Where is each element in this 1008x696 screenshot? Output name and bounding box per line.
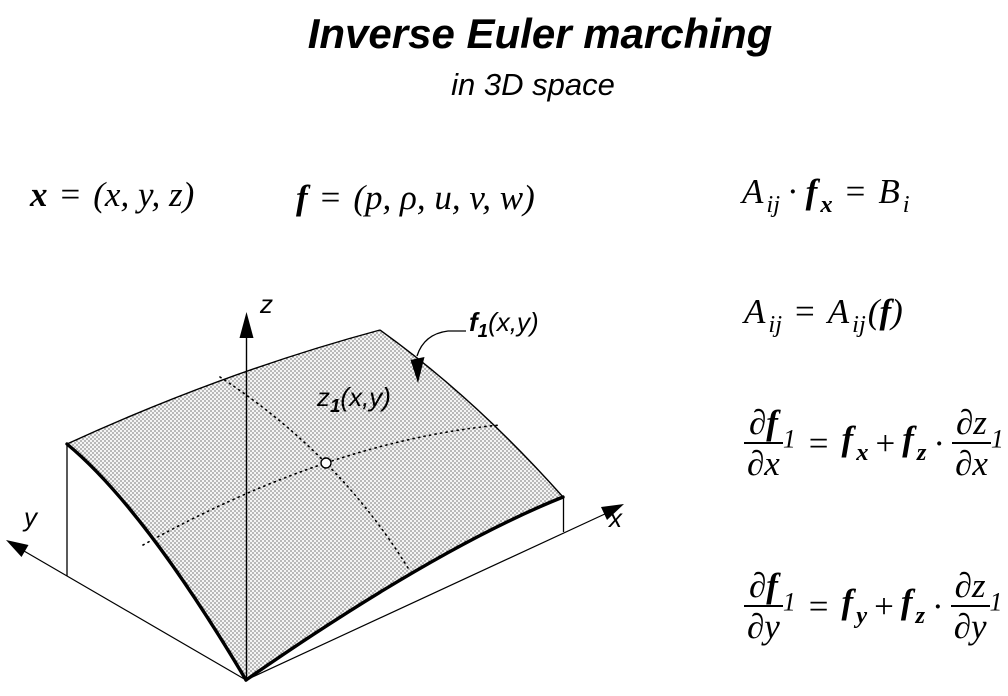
callout-leader-line: [416, 330, 466, 357]
matrix-a-subscript: ij: [766, 191, 781, 219]
y-axis-arrowhead: [6, 540, 29, 557]
f-symbol: f: [766, 566, 778, 605]
f-symbol: f: [900, 582, 913, 622]
x-vector-components: (x, y, z): [93, 175, 195, 214]
equation-f-vector: f = (p, ρ, u, v, w): [296, 180, 535, 215]
z1-subscript: 1: [330, 394, 341, 416]
f-symbol: f: [766, 403, 778, 442]
z1-arguments: (x,y): [340, 382, 391, 412]
f1-arguments: (x,y): [488, 307, 539, 337]
f-symbol: f: [805, 172, 818, 211]
surface-back-right-edge: [379, 329, 564, 498]
callout-arrowhead: [410, 357, 425, 383]
f-subscript: z: [916, 438, 927, 466]
hanging-subscript: 1: [989, 587, 1003, 617]
equals-sign: =: [320, 178, 341, 217]
surface-point-marker: [320, 457, 332, 469]
z1-base: z: [317, 382, 330, 412]
matrix-a-subscript: ij: [768, 311, 783, 339]
equation-x-vector: x = (x, y, z): [30, 177, 194, 212]
f-symbol: f: [841, 582, 854, 622]
surface-front-right-edge: [244, 495, 565, 682]
x-axis: [245, 512, 608, 681]
partial-symbol: ∂: [748, 566, 767, 605]
plus-operator: +: [874, 586, 894, 626]
f-symbol: f: [902, 419, 914, 459]
hanging-subscript: 1: [990, 424, 1004, 454]
matrix-a-symbol: A: [744, 292, 766, 331]
z-axis-label: z: [260, 289, 273, 319]
surface-front-left-edge: [65, 442, 248, 682]
surface-top-face: [67, 330, 563, 680]
equals-sign: =: [60, 175, 81, 214]
close-paren: ): [891, 292, 903, 331]
x-vector-symbol: x: [30, 175, 48, 214]
matrix-a-subscript: ij: [852, 311, 866, 339]
open-paren: (: [867, 292, 880, 331]
numerator: ∂z: [956, 403, 987, 442]
x-axis-arrowhead: [601, 504, 624, 520]
z-axis-arrowhead: [239, 312, 254, 338]
equals-sign: =: [795, 292, 815, 331]
surface-grid-curve-2: [142, 424, 501, 546]
vector-b-symbol: B: [878, 172, 900, 211]
denominator: ∂x: [952, 442, 991, 483]
f-vector-components: (p, ρ, u, v, w): [353, 178, 535, 217]
vector-b-subscript: i: [902, 191, 910, 219]
dot-operator: ·: [787, 172, 799, 211]
surface-3d-diagram: [6, 312, 624, 682]
surface-left-side-face: [67, 444, 246, 680]
denominator: ∂x: [744, 442, 783, 483]
y-axis: [23, 550, 247, 681]
f-subscript: x: [820, 191, 833, 219]
surface-right-side-face: [246, 497, 564, 680]
matrix-a-symbol: A: [827, 292, 850, 331]
denominator: ∂y: [744, 605, 783, 646]
equals-sign: =: [808, 586, 829, 626]
f-subscript: y: [856, 601, 868, 629]
denominator: ∂y: [950, 605, 990, 646]
page-subtitle: in 3D space: [451, 67, 615, 102]
f1-subscript: 1: [477, 319, 489, 341]
x-axis-label: x: [609, 503, 622, 533]
dot-operator: ·: [932, 586, 944, 626]
y-axis-label: y: [24, 502, 37, 532]
partial-symbol: ∂: [748, 403, 767, 442]
equals-sign: =: [845, 172, 866, 211]
hanging-subscript: 1: [782, 587, 796, 617]
f-symbol: f: [841, 419, 854, 459]
hanging-subscript: 1: [782, 424, 796, 454]
f1-base: f: [469, 307, 478, 337]
callout-function-label: f1(x,y): [469, 309, 539, 341]
f-subscript: x: [856, 438, 869, 466]
equals-sign: =: [808, 423, 829, 463]
matrix-a-symbol: A: [742, 172, 764, 211]
plus-operator: +: [875, 423, 896, 463]
dot-operator: ·: [933, 423, 946, 463]
f-subscript: z: [915, 601, 926, 629]
numerator: ∂z: [954, 566, 986, 605]
surface-grid-curve-1: [219, 376, 409, 569]
surface-back-left-edge: [66, 329, 381, 445]
page-title: Inverse Euler marching: [307, 10, 773, 57]
f-symbol: f: [879, 292, 892, 331]
surface-function-label: z1(x,y): [317, 384, 391, 416]
f-vector-symbol: f: [296, 178, 308, 217]
